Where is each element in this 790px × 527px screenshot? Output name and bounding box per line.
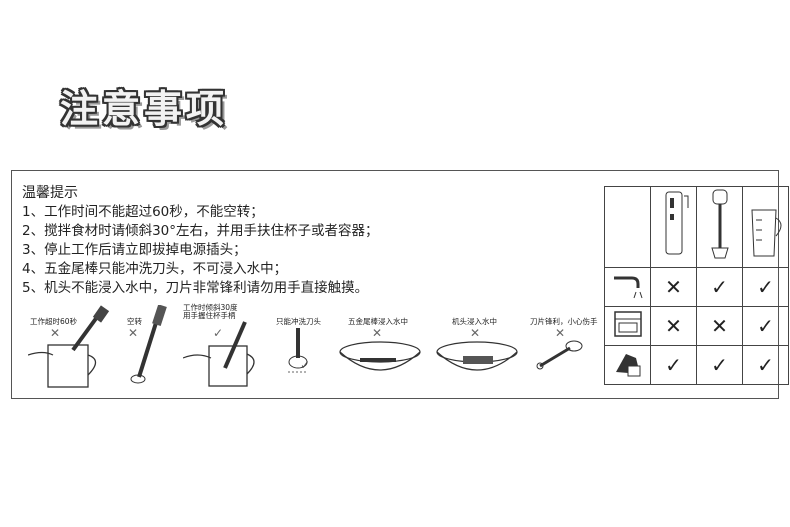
hand-wipe-icon xyxy=(604,345,651,385)
grid-mark: ✕ xyxy=(650,306,697,346)
grid-mark: ✓ xyxy=(742,345,789,385)
blender-head-icon xyxy=(650,186,697,268)
dishwasher-icon xyxy=(604,306,651,346)
blade-rinse-icon xyxy=(288,328,308,373)
illus-mark-sharp-blade: ✕ xyxy=(555,326,566,340)
grid-mark: ✕ xyxy=(696,306,743,346)
illus-caption-timeout: 工作超时60秒 xyxy=(30,317,78,326)
notice-heading: 温馨提示 xyxy=(22,185,78,201)
illus-caption-sharp-blade: 刀片锋利，小心伤手 xyxy=(530,317,598,326)
blender-tilted-icon xyxy=(183,321,255,387)
blender-idle-icon xyxy=(130,305,167,384)
grid-mark: ✓ xyxy=(650,345,697,385)
grid-mark: ✓ xyxy=(742,306,789,346)
faucet-icon xyxy=(604,267,651,307)
illus-mark-idle: ✕ xyxy=(128,326,139,340)
notice-item: 3、停止工作后请立即拔掉电源插头； xyxy=(22,242,247,258)
cleaning-grid: ✕ ✓ ✓ ✕ ✕ ✓ ✓ ✓ ✓ xyxy=(604,186,789,385)
illus-caption-shaft-water: 五金尾棒浸入水中 xyxy=(348,317,408,326)
head-in-bowl-icon xyxy=(436,341,518,371)
blade-hand-icon xyxy=(536,340,583,370)
illus-caption-tilt: 工作时倾斜30度 用手握住杯手柄 xyxy=(183,303,238,320)
blender-in-cup-icon xyxy=(28,305,110,388)
illus-caption-idle: 空转 xyxy=(127,317,142,326)
grid-mark: ✓ xyxy=(696,267,743,307)
illus-caption-head-water: 机头浸入水中 xyxy=(452,317,497,326)
notice-list: 1、工作时间不能超过60秒，不能空转； 2、搅拌食材时请倾斜30°左右，并用手扶… xyxy=(22,203,379,298)
notice-item: 5、机头不能浸入水中，刀片非常锋利请勿用手直接触摸。 xyxy=(22,280,369,296)
grid-corner xyxy=(604,186,651,268)
blender-shaft-icon xyxy=(696,186,743,268)
notice-item: 2、搅拌食材时请倾斜30°左右，并用手扶住杯子或者容器； xyxy=(22,223,379,239)
grid-mark: ✓ xyxy=(696,345,743,385)
illus-caption-rinse: 只能冲洗刀头 xyxy=(276,317,321,326)
notice-item: 1、工作时间不能超过60秒，不能空转； xyxy=(22,204,264,220)
illus-mark-tilt: ✓ xyxy=(213,326,224,340)
grid-mark: ✕ xyxy=(650,267,697,307)
shaft-in-bowl-icon xyxy=(339,341,421,371)
page-title: 注意事项 xyxy=(60,87,229,131)
illus-mark-rinse: ✓ xyxy=(300,358,311,372)
grid-mark: ✓ xyxy=(742,267,789,307)
notice-item: 4、五金尾棒只能冲洗刀头，不可浸入水中； xyxy=(22,261,288,277)
illus-mark-shaft-water: ✕ xyxy=(372,326,383,340)
measuring-cup-icon xyxy=(742,186,789,268)
illus-mark-head-water: ✕ xyxy=(470,326,481,340)
illus-mark-timeout: ✕ xyxy=(50,326,61,340)
